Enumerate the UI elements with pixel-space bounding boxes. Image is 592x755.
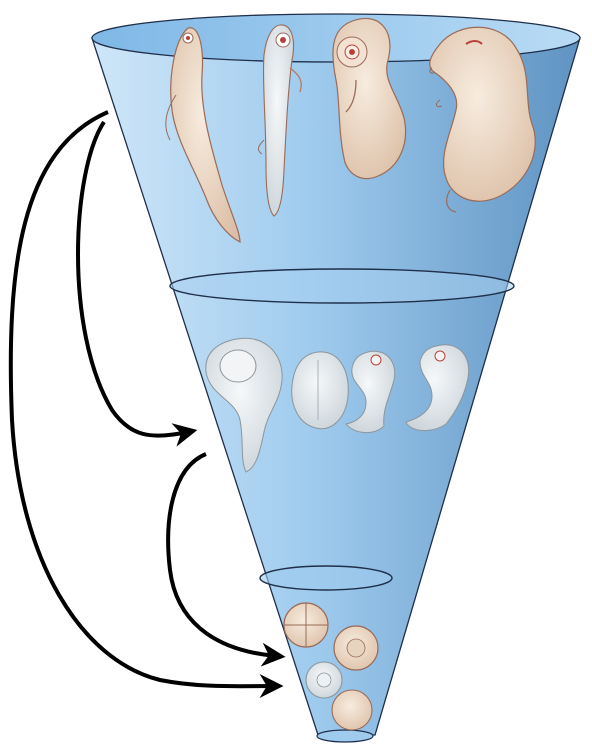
funnel-lower-ring: [260, 566, 392, 590]
neural-plate-icon: [292, 352, 349, 429]
zygote-icon: [332, 690, 372, 730]
funnel-middle-ring: [170, 269, 514, 303]
funnel-bottom-tip: [317, 730, 373, 742]
rosette-cell-icon: [306, 662, 342, 698]
blastula-icon: [334, 626, 378, 670]
cleaving-egg-icon: [284, 603, 328, 647]
